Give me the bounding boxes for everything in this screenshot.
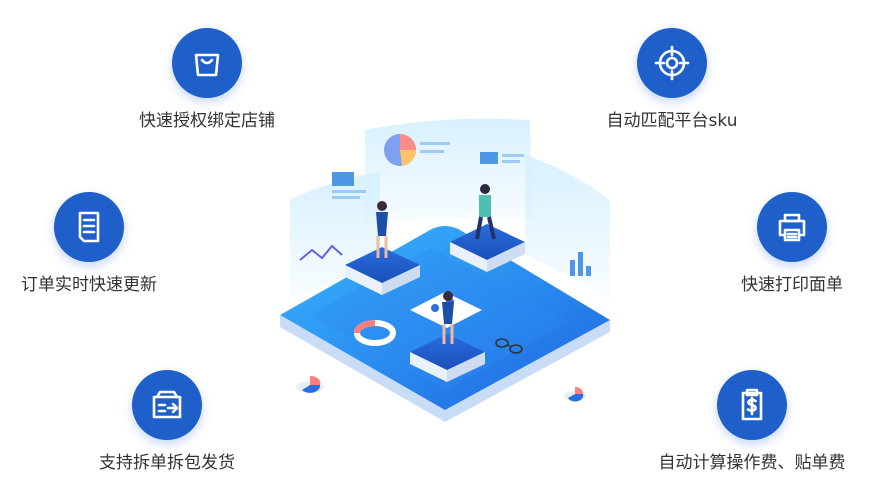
feature-label: 订单实时快速更新 (21, 275, 157, 295)
line-chart-graphic (299, 244, 343, 261)
feature-split-ship: 支持拆单拆包发货 (47, 370, 287, 474)
isometric-platform-illustration (280, 118, 610, 422)
glass-panel (365, 118, 532, 225)
document-icon (54, 192, 124, 262)
feature-fee-calc: 自动计算操作费、贴单费 (632, 370, 872, 474)
person-right (475, 184, 496, 240)
printer-icon (757, 192, 827, 262)
glass-panel (525, 155, 610, 300)
pedestal-right (450, 224, 525, 272)
pedestal-left (345, 247, 420, 295)
feature-label: 快速授权绑定店铺 (139, 111, 275, 131)
feature-label: 自动计算操作费、贴单费 (658, 453, 846, 473)
person-left (376, 201, 388, 258)
person-front (442, 291, 454, 344)
floating-pie-chip (564, 386, 586, 402)
box-arrow-icon (132, 370, 202, 440)
feature-fast-print: 快速打印面单 (672, 192, 876, 296)
feature-sku-matching: 自动匹配平台sku (552, 28, 792, 132)
feature-label: 快速打印面单 (741, 275, 843, 295)
shopping-bag-icon (172, 28, 242, 98)
glasses-graphic (495, 338, 523, 354)
feature-label: 自动匹配平台sku (606, 111, 738, 131)
feature-store-binding: 快速授权绑定店铺 (87, 28, 327, 132)
floating-pie-chip (296, 375, 324, 393)
feature-order-update: 订单实时快速更新 (0, 192, 209, 296)
dollar-receipt-icon (717, 370, 787, 440)
target-icon (637, 28, 707, 98)
pedestal-front (410, 334, 485, 382)
feature-label: 支持拆单拆包发货 (99, 453, 235, 473)
